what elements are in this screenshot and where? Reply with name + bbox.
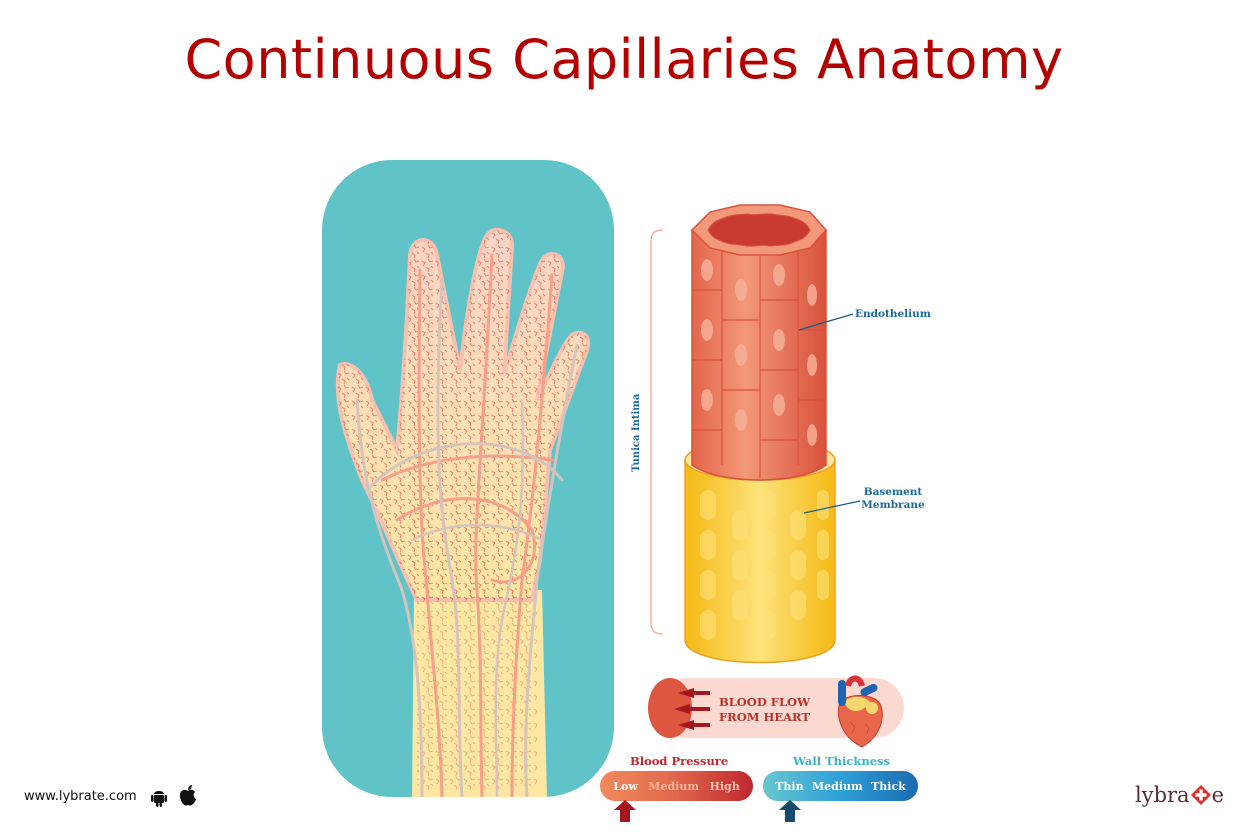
wt-option-thick: Thick: [871, 779, 906, 793]
blood-flow-label: BLOOD FLOW FROM HEART: [718, 695, 810, 724]
lybrate-logo[interactable]: lybra e: [1135, 783, 1224, 807]
basement-membrane-leader-line: [803, 500, 861, 514]
basement-membrane-label: Basement Membrane: [858, 486, 928, 512]
apple-icon[interactable]: [178, 785, 198, 807]
page-title: Continuous Capillaries Anatomy: [184, 28, 1064, 91]
basement-membrane-line2: Membrane: [861, 499, 925, 511]
wt-option-thin: Thin: [775, 779, 804, 793]
endothelium-leader-line: [798, 313, 854, 331]
hand-capillary-illustration: [322, 160, 614, 797]
wt-indicator-arrow-icon: [779, 800, 801, 822]
website-link[interactable]: www.lybrate.com: [24, 789, 137, 804]
wall-thickness-title: Wall Thickness: [793, 754, 890, 768]
arrow-left-icons: [674, 688, 710, 730]
blood-pressure-title: Blood Pressure: [630, 754, 729, 768]
blood-pressure-scale: Low Medium High: [600, 771, 753, 801]
wt-option-medium: Medium: [811, 779, 863, 793]
bp-option-medium: Medium: [648, 779, 699, 793]
android-icon[interactable]: [150, 787, 168, 807]
bp-indicator-arrow-icon: [614, 800, 636, 822]
bp-option-high: High: [709, 779, 740, 793]
endothelium-label: Endothelium: [855, 308, 931, 320]
capillary-vessel-illustration: [684, 204, 836, 664]
bp-option-low: Low: [613, 779, 638, 793]
heart-icon: [838, 675, 883, 748]
tunica-intima-bracket: [650, 229, 664, 635]
basement-membrane-line1: Basement: [863, 486, 923, 498]
wall-thickness-scale: Thin Medium Thick: [763, 771, 918, 801]
medical-plus-icon: [1190, 785, 1211, 805]
brand-text-right: e: [1211, 783, 1225, 807]
brand-text-left: lybra: [1135, 783, 1190, 807]
tunica-intima-label: Tunica Intima: [631, 393, 642, 472]
